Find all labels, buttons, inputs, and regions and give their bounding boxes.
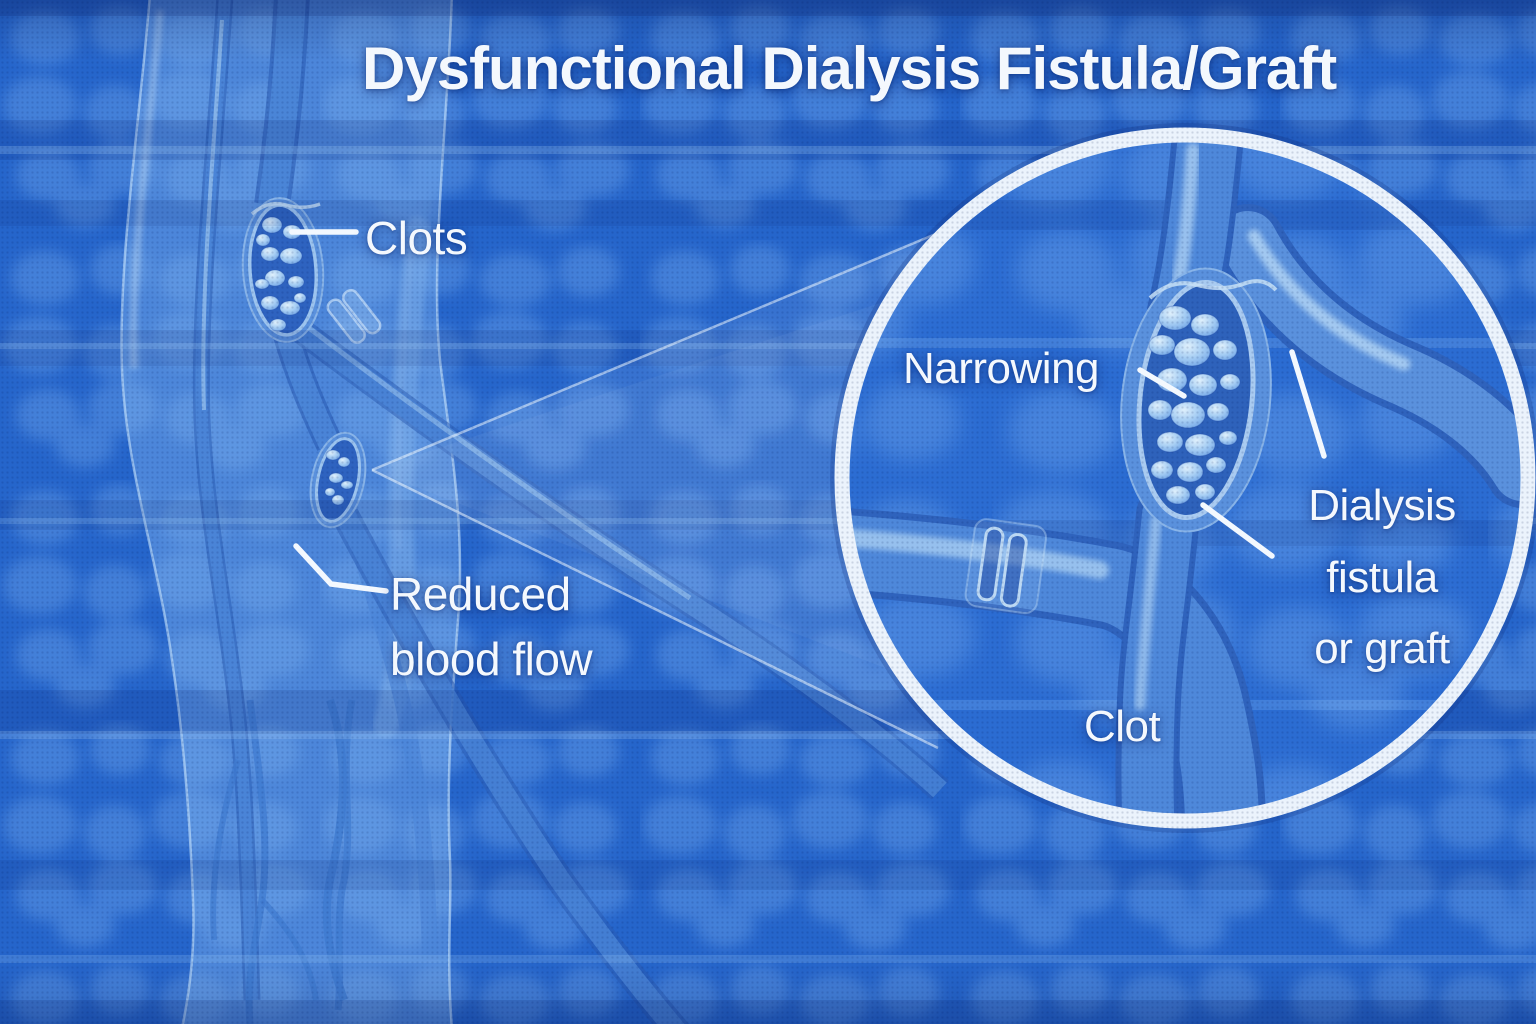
inset-clot-bubbles bbox=[1147, 305, 1241, 505]
inset-graft-connector bbox=[964, 518, 1048, 615]
arm-veins bbox=[192, 0, 949, 1024]
arm-illustration bbox=[120, 0, 949, 1024]
dialysis-top-leader-line bbox=[1289, 349, 1327, 459]
lens-ring bbox=[834, 127, 1536, 829]
clot-cluster-lower bbox=[309, 431, 367, 529]
reduced-flow-leader-line bbox=[293, 543, 389, 594]
narrowing-leader-line bbox=[1137, 367, 1187, 399]
dialysis-left-leader-line bbox=[1200, 502, 1275, 559]
arm-graft-connector bbox=[326, 288, 382, 344]
magnifier-circle bbox=[830, 123, 1536, 833]
magnifier-cone bbox=[371, 226, 951, 750]
inset-clot-bulge bbox=[1120, 267, 1278, 533]
inset-graft-vessel bbox=[1212, 204, 1521, 508]
